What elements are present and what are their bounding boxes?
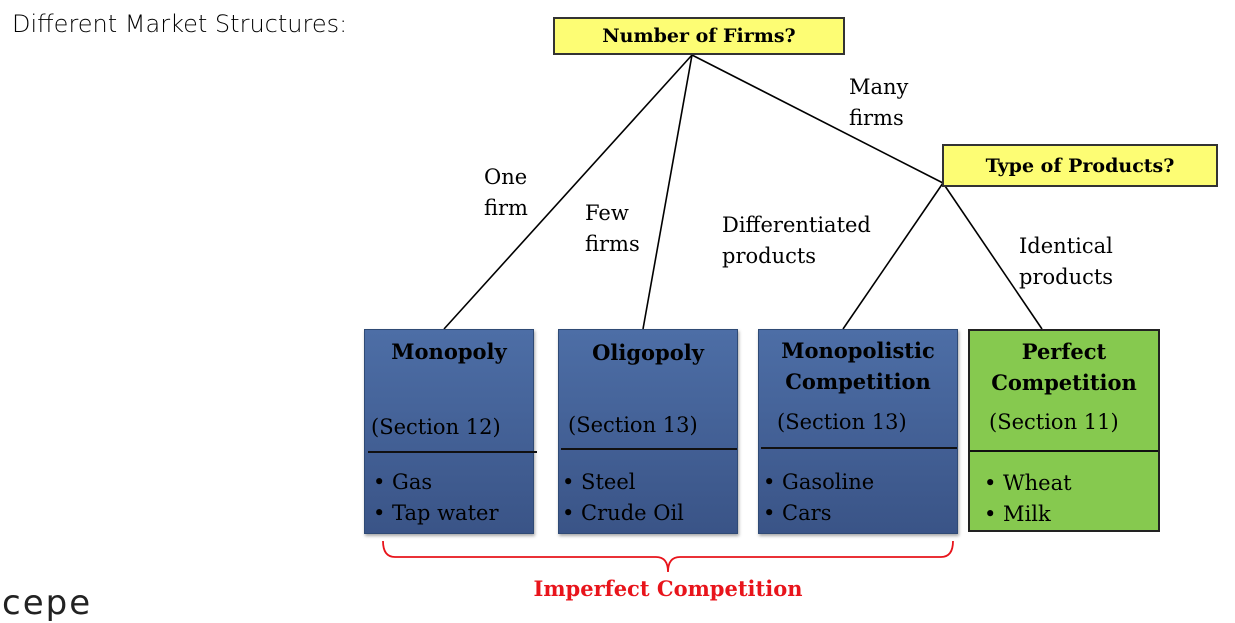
connector-lines bbox=[382, 54, 1043, 573]
line-many-firms bbox=[691, 54, 944, 184]
imperfect-competition-label: Imperfect Competition bbox=[533, 576, 803, 601]
structure-name: Oligopoly bbox=[592, 340, 704, 365]
type-of-products-box: Type of Products? bbox=[942, 144, 1218, 187]
examples-list: • Gas• Tap water bbox=[373, 470, 499, 525]
line-differentiated bbox=[842, 182, 944, 330]
oligopoly-box: Oligopoly (Section 13) • Steel• Crude Oi… bbox=[558, 329, 738, 534]
section-label: (Section 13) bbox=[777, 410, 907, 434]
examples-list: • Wheat• Milk bbox=[984, 471, 1072, 526]
page-title: Different Market Structures: bbox=[12, 10, 348, 38]
examples-list: • Steel• Crude Oil bbox=[562, 470, 684, 525]
structure-name: Monopoly bbox=[391, 339, 507, 364]
number-of-firms-box: Number of Firms? bbox=[553, 17, 845, 55]
imperfect-brace bbox=[382, 540, 954, 573]
cepe-logo: cepe bbox=[2, 583, 93, 623]
section-label: (Section 11) bbox=[989, 410, 1119, 434]
divider bbox=[761, 447, 957, 449]
monopoly-box: Monopoly (Section 12) • Gas• Tap water bbox=[364, 329, 537, 534]
section-label: (Section 13) bbox=[568, 413, 698, 437]
line-one-firm bbox=[443, 54, 693, 330]
section-label: (Section 12) bbox=[371, 415, 501, 439]
line-few-firms bbox=[642, 54, 693, 330]
divider bbox=[970, 450, 1158, 452]
examples-list: • Gasoline• Cars bbox=[763, 470, 875, 525]
line-identical bbox=[942, 182, 1043, 330]
divider bbox=[368, 451, 537, 453]
divider bbox=[561, 448, 737, 450]
